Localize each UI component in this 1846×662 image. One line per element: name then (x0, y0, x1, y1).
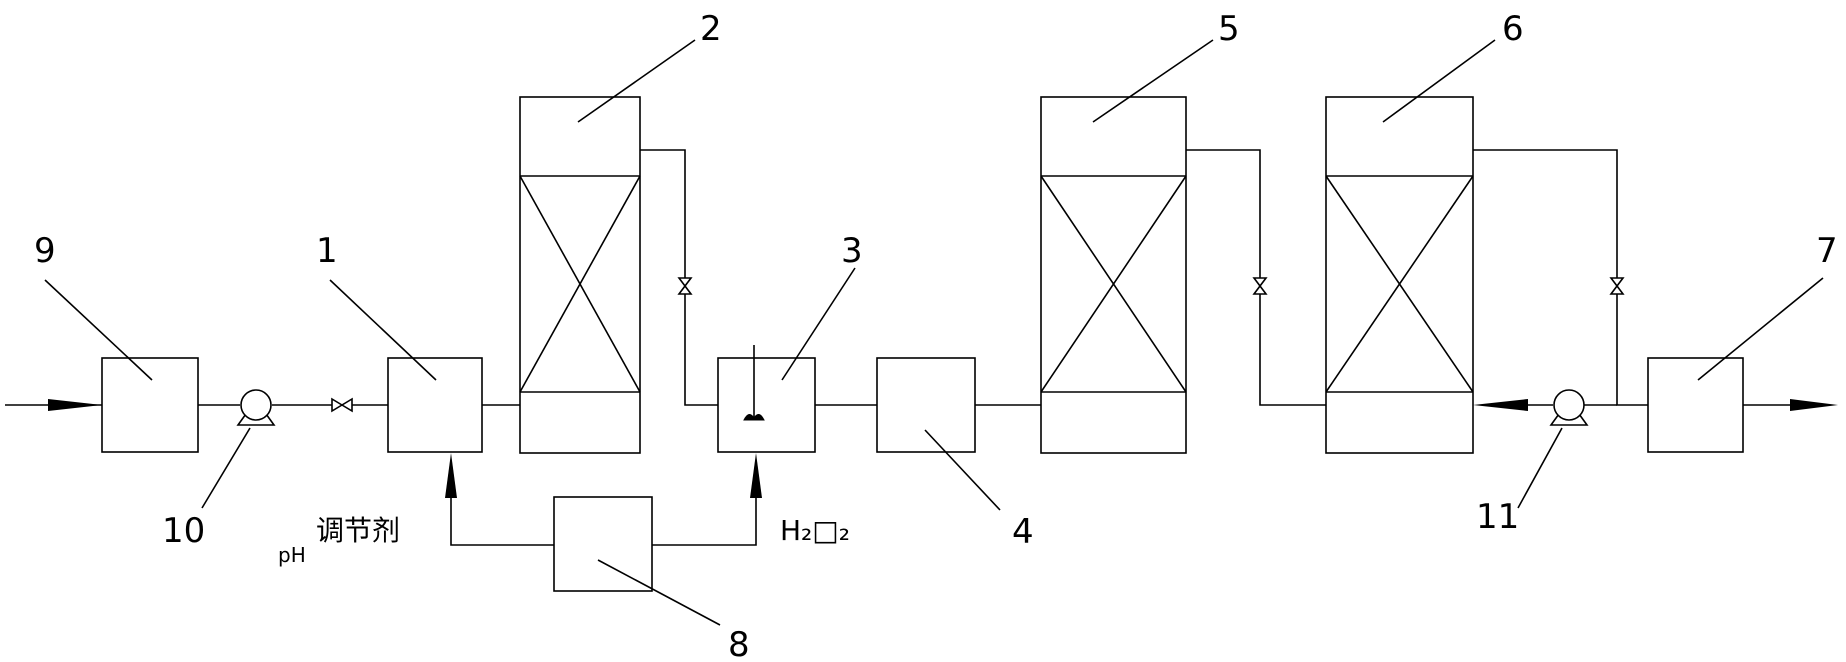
tank-7 (1647, 357, 1744, 453)
leader-5 (1092, 39, 1214, 123)
equipment (101, 96, 1744, 592)
leader-4 (924, 429, 1001, 511)
leader-7 (1697, 277, 1824, 381)
valve-column-6 (1609, 277, 1625, 295)
label-3: 3 (841, 231, 863, 271)
label-10: 10 (162, 511, 205, 551)
ph-dosing-arrow (445, 453, 457, 498)
pipe-to-6 (1259, 294, 1326, 406)
tank-8 (553, 496, 653, 592)
h2o2-dosing-arrow (750, 453, 762, 498)
tank-9 (101, 357, 199, 453)
column-2 (519, 96, 641, 454)
number-labels: 9 1 2 3 4 5 6 7 8 10 11 (34, 9, 1838, 662)
agitator-impeller-icon (743, 414, 765, 421)
pipe-6-out (1473, 149, 1618, 278)
tank-4 (876, 357, 976, 453)
label-8: 8 (728, 625, 750, 662)
label-6: 6 (1502, 9, 1524, 49)
label-11: 11 (1476, 497, 1519, 537)
label-2: 2 (700, 9, 722, 49)
valve-column-2 (677, 277, 693, 295)
leader-8 (597, 559, 721, 626)
valve-column-5 (1252, 277, 1268, 295)
ph-prefix-label: pH (278, 543, 306, 567)
tank-1 (387, 357, 483, 453)
leader-10 (201, 427, 251, 509)
pipe-to-3 (684, 294, 718, 406)
label-7: 7 (1816, 231, 1838, 271)
leader-2 (577, 39, 696, 123)
valves (331, 277, 1625, 413)
label-4: 4 (1012, 512, 1034, 552)
pipe-2-out (640, 149, 686, 278)
reactor-3 (717, 345, 816, 453)
pipe-5-out (1186, 149, 1261, 278)
reagent-labels: pH 调节剂 H₂□₂ (278, 514, 850, 567)
leader-11 (1517, 427, 1563, 509)
leader-9 (44, 279, 153, 381)
label-9: 9 (34, 231, 56, 271)
pump-10-icon (236, 389, 276, 426)
pipe-to-7 (1616, 294, 1648, 406)
h2o2-label: H₂□₂ (780, 514, 850, 547)
label-5: 5 (1218, 9, 1240, 49)
ph-adjuster-label: 调节剂 (316, 514, 400, 547)
leader-lines (44, 39, 1824, 626)
feed-arrow-column-6 (1473, 399, 1528, 411)
label-1: 1 (316, 231, 338, 271)
dosing-line-h2o2 (652, 475, 757, 546)
valve-inlet (331, 397, 353, 413)
column-6 (1325, 96, 1474, 454)
outlet-arrow (1790, 399, 1838, 411)
leader-1 (329, 279, 437, 381)
inlet-arrow (48, 399, 102, 411)
leader-6 (1382, 39, 1496, 123)
leader-3 (781, 267, 856, 381)
dosing-line-ph (450, 475, 554, 546)
pipes (5, 149, 1790, 546)
column-5 (1040, 96, 1187, 454)
pump-11-icon (1549, 389, 1589, 426)
arrows (48, 399, 1838, 498)
